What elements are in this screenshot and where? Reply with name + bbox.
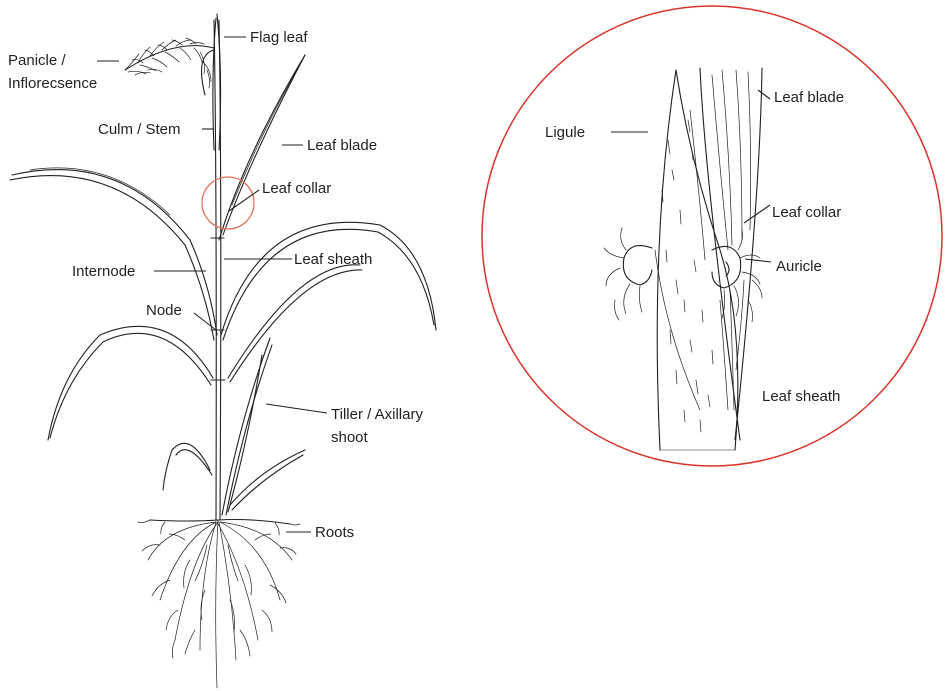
label-leaf-collar-zoom: Leaf collar <box>772 204 841 221</box>
grass-plant-illustration <box>10 14 436 688</box>
zoom-detail <box>482 6 942 466</box>
label-tiller-shoot: shoot <box>331 429 368 446</box>
zoom-auricle-left <box>604 228 652 320</box>
zoom-leaf-sheath <box>676 70 738 450</box>
label-ligule: Ligule <box>545 124 585 141</box>
leaf-left-big <box>12 170 217 335</box>
label-leaf-blade-plant: Leaf blade <box>307 137 377 154</box>
label-panicle: Panicle / <box>8 52 66 69</box>
zoom-leaf-blade <box>700 68 740 440</box>
plant-leader-lines <box>97 37 327 532</box>
tiller-shoot <box>222 338 305 515</box>
label-internode: Internode <box>72 263 135 280</box>
label-roots: Roots <box>315 524 354 541</box>
culm <box>214 20 216 520</box>
label-inflorescence: Inflorecsence <box>8 75 97 92</box>
label-flag-leaf: Flag leaf <box>250 29 308 46</box>
leaf-right-lower <box>228 265 360 378</box>
label-leaf-sheath-zoom: Leaf sheath <box>762 388 840 405</box>
label-leaf-sheath-plant: Leaf sheath <box>294 251 372 268</box>
label-node: Node <box>146 302 182 319</box>
panicle <box>125 38 214 95</box>
label-leaf-blade-zoom: Leaf blade <box>774 89 844 106</box>
roots <box>138 520 300 689</box>
label-leaf-collar-plant: Leaf collar <box>262 180 331 197</box>
label-culm-stem: Culm / Stem <box>98 121 181 138</box>
label-tiller: Tiller / Axillary <box>331 406 423 423</box>
label-auricle: Auricle <box>776 258 822 275</box>
leaf-left-lower <box>48 326 213 440</box>
